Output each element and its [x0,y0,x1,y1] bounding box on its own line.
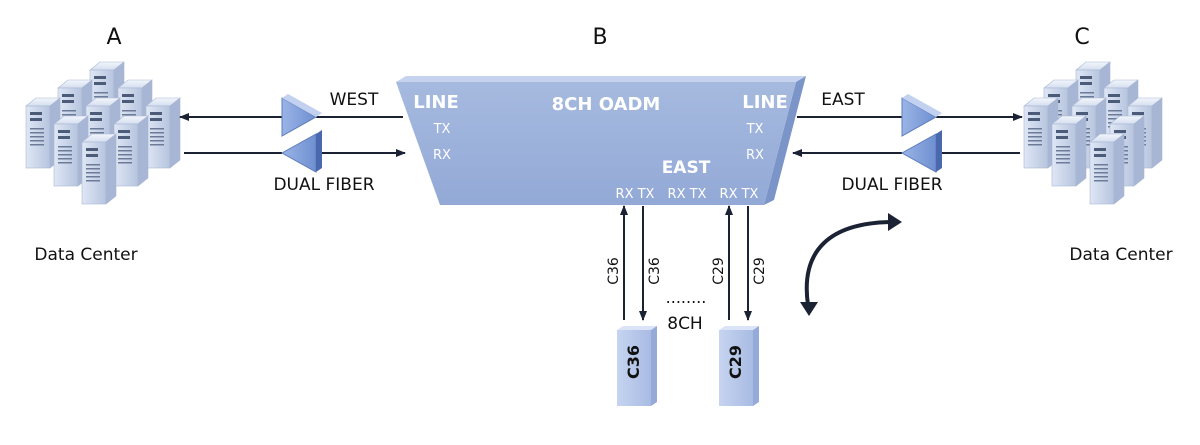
east-label: EAST [821,90,865,110]
oadm-port-label-middle: RX TX [668,187,707,202]
c36-rx-line-label: C36 [606,257,622,285]
west-label: WEST [330,90,379,110]
module-c36 [617,326,657,406]
oadm-left-rx-label: RX [433,148,451,163]
oadm-right-tx-label: TX [746,122,764,137]
module-c36-label: C36 [624,345,643,379]
module-c29-label: C29 [726,345,745,379]
east-amplifier-left-icon [900,130,942,173]
east-amplifier-right-icon [901,94,942,137]
channel-ellipsis: ........ [666,288,707,307]
west-dual-fiber-label: DUAL FIBER [273,175,374,195]
oadm-unit [396,76,806,205]
west-amplifier-left-icon [280,130,322,173]
node-c-label: C [1074,25,1089,50]
module-c29 [719,326,759,406]
c29-tx-line-label: C29 [752,257,768,285]
curved-arrow-head-right-icon [888,213,902,231]
oadm-line-right-label: LINE [742,92,788,113]
oadm-line-left-label: LINE [413,92,459,113]
data-center-c-caption: Data Center [1069,245,1172,265]
data-center-c-servers-icon [1023,61,1163,205]
curved-bidirectional-arrow [804,220,896,306]
oadm-port-label-c29: RX TX [720,187,759,202]
data-center-a-caption: Data Center [34,245,137,265]
node-a-label: A [106,25,121,50]
east-dual-fiber-label: DUAL FIBER [841,175,942,195]
channel-count-label: 8CH [667,314,702,334]
oadm-east-label: EAST [662,158,711,178]
oadm-right-rx-label: RX [746,148,764,163]
west-amplifier-right-icon [281,94,322,137]
node-b-label: B [592,25,607,50]
curved-arrow-head-down-icon [800,302,818,316]
c36-tx-line-label: C36 [647,257,663,285]
data-center-a-servers-icon [25,61,181,205]
c29-rx-line-label: C29 [711,257,727,285]
oadm-port-label-c36: RX TX [616,187,655,202]
oadm-left-tx-label: TX [433,122,451,137]
oadm-title: 8CH OADM [552,94,661,115]
